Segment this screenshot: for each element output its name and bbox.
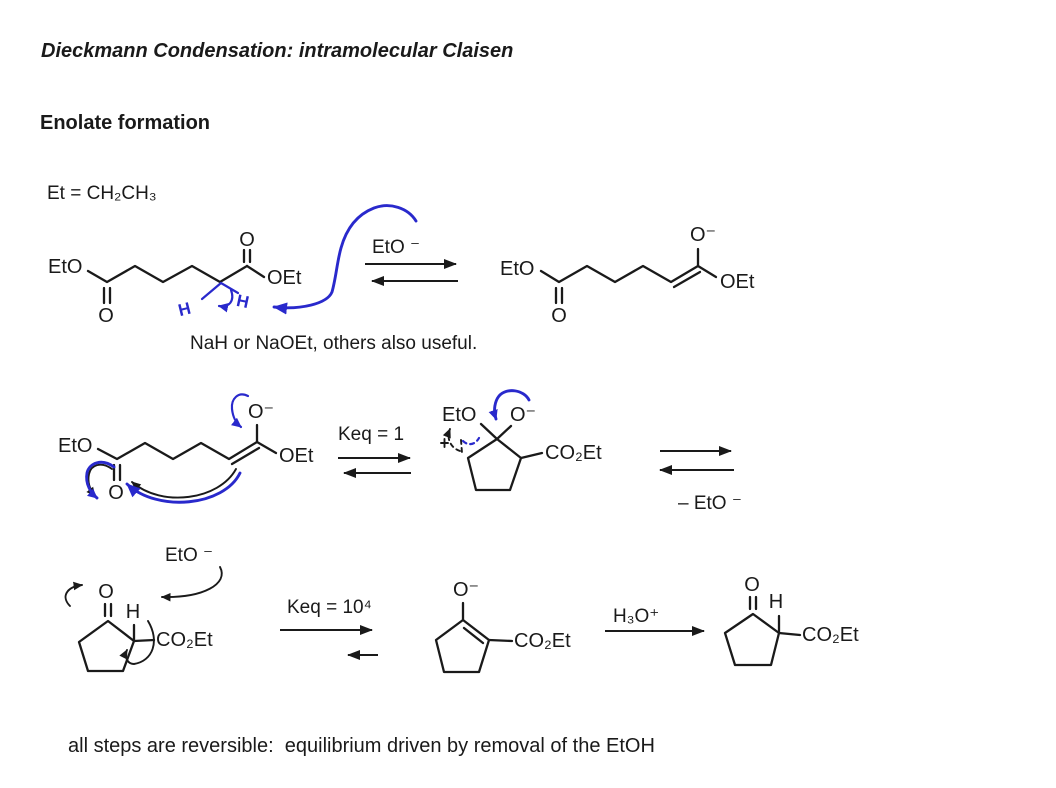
alpha-h2-annotation: H <box>235 291 251 312</box>
enolate-oet-bond <box>696 264 718 279</box>
base-condition-note: NaH or NaOEt, others also useful. <box>190 333 478 354</box>
step1-equilibrium: EtO ⁻ <box>365 237 458 286</box>
curly-arrow-cyclization-black <box>131 468 237 499</box>
cyclizing-o-label: O <box>108 482 124 504</box>
cyclizing-cc-double-bond <box>230 446 261 466</box>
diester-eto-label: EtO <box>48 256 82 278</box>
ketoester-structure: EtO ⁻ O H CO₂Et <box>64 545 223 673</box>
diester-oet-label: OEt <box>267 267 302 289</box>
diester-structure: EtO O O OEt H H <box>48 204 418 327</box>
ketoester-ring-bonds <box>77 619 136 673</box>
step3-keq-label: Keq = 10⁴ <box>287 597 372 618</box>
enolate-o-label: O <box>551 305 567 327</box>
section-heading: Enolate formation <box>40 112 211 134</box>
enolate-eto-label: EtO <box>500 258 534 280</box>
ketoester-o-label: O <box>98 581 114 603</box>
alkoxide-o-minus-label: O⁻ <box>510 404 536 426</box>
workup-arrow: H₃O⁺ <box>605 606 705 636</box>
cyclic-alkoxide-structure: EtO O⁻ CO₂Et <box>440 389 602 492</box>
reversibility-footnote: all steps are reversible: equilibrium dr… <box>68 735 655 757</box>
cyclizing-enolate-structure: EtO O O⁻ OEt <box>58 393 314 504</box>
alpha-h-bonds-annotation <box>200 281 240 301</box>
cyclic-enolate-ring-bonds <box>434 618 491 674</box>
curly-arrow-cyclization-blue <box>125 471 242 504</box>
cyclizing-oet-label: OEt <box>279 445 314 467</box>
cyclizing-eto-label: EtO <box>58 435 92 457</box>
blue-dashed-arc-annotation <box>461 436 481 446</box>
alkoxide-substituent-bonds <box>479 422 544 460</box>
product-o-label: O <box>744 574 760 596</box>
et-definition-note: Et = CH₂CH₃ <box>47 183 157 204</box>
step2-keq-label: Keq = 1 <box>338 424 404 445</box>
dashed-tick-annotation <box>460 439 463 454</box>
released-ethoxide-label: – EtO ⁻ <box>678 493 742 514</box>
diester-chain-bonds <box>86 264 249 284</box>
enolate-oet-label: OEt <box>720 271 755 293</box>
diester-o-right-label: O <box>239 229 255 251</box>
curly-arrow-onto-oxygen <box>64 581 83 607</box>
cyclizing-oet-bond <box>255 440 278 455</box>
product-h-label: H <box>769 591 783 613</box>
step2b-equilibrium: – EtO ⁻ <box>659 446 742 514</box>
plus-mark-annotation <box>440 438 449 448</box>
enolate-cc-double-bond <box>672 270 702 289</box>
alpha-h1-annotation: H <box>176 299 193 320</box>
diester-left-carbonyl-double-bond <box>102 286 112 305</box>
product-ester-label: CO₂Et <box>802 624 859 646</box>
enolate-carbonyl-double-bond <box>554 286 564 305</box>
cyclic-enolate-structure: O⁻ CO₂Et <box>434 579 571 674</box>
curly-arrow-eto-leaving-dashed <box>442 428 461 452</box>
curly-arrow-carbonyl-blue <box>85 460 116 500</box>
page-title: Dieckmann Condensation: intramolecular C… <box>41 40 514 62</box>
cyclizing-chain-bonds <box>96 440 259 461</box>
chain-enolate-structure: EtO O O⁻ OEt <box>500 224 755 327</box>
cyclic-enolate-o-minus-label: O⁻ <box>453 579 479 601</box>
diester-oet-bond <box>245 264 266 279</box>
alkoxide-ester-label: CO₂Et <box>545 442 602 464</box>
step3-base-label: EtO ⁻ <box>165 545 213 566</box>
step3-equilibrium: Keq = 10⁴ <box>280 597 378 660</box>
ketoester-carbonyl-double-bond <box>103 602 113 618</box>
curly-arrow-ethoxide-attack <box>272 204 418 315</box>
product-ring-bonds <box>723 612 781 667</box>
diester-o-left-label: O <box>98 305 114 327</box>
alkoxide-eto-label: EtO <box>442 404 476 426</box>
enolate-chain-bonds <box>539 264 700 284</box>
product-carbonyl-double-bond <box>748 595 758 611</box>
curly-arrow-deprotonation-small <box>217 288 234 313</box>
curly-arrow-base-to-h <box>161 566 223 602</box>
alkoxide-ring-bonds <box>466 437 523 492</box>
cyclic-enolate-ester-bond <box>487 638 514 643</box>
cyclic-enolate-ester-label: CO₂Et <box>514 630 571 652</box>
product-ester-bond <box>777 631 802 637</box>
product-structure: O H CO₂Et <box>723 574 859 667</box>
ketoester-ester-bond <box>132 638 156 643</box>
cyclic-enolate-double-bond <box>462 626 485 645</box>
cyclizing-o-minus-label: O⁻ <box>248 401 274 423</box>
ketoester-h-label: H <box>126 601 140 623</box>
step1-reagent-label: EtO ⁻ <box>372 237 420 258</box>
curly-arrow-ch-to-ring <box>119 620 155 665</box>
ketoester-ester-label: CO₂Et <box>156 629 213 651</box>
acid-label: H₃O⁺ <box>613 606 659 627</box>
enolate-o-minus-label: O⁻ <box>690 224 716 246</box>
curly-arrow-o-minus-to-alkene <box>230 393 250 429</box>
curly-arrow-collapse-blue <box>488 389 531 421</box>
step2-equilibrium: Keq = 1 <box>338 424 411 478</box>
diester-right-carbonyl-double-bond <box>242 248 252 264</box>
